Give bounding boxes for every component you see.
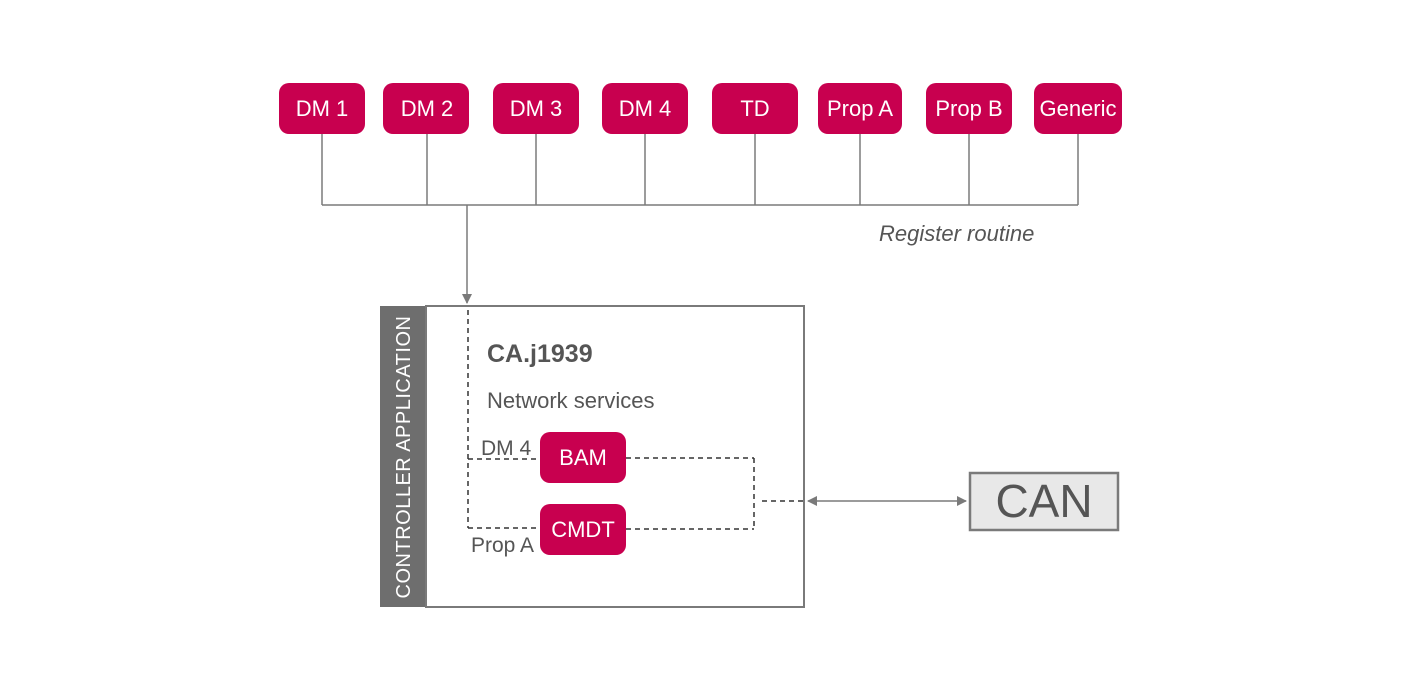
controller-side-bar [380, 306, 426, 607]
bam-label: BAM [559, 445, 607, 470]
register-routine-label: Register routine [879, 221, 1034, 246]
module-label: TD [740, 96, 769, 121]
module-box [493, 83, 579, 134]
cmdt-box [540, 504, 626, 555]
controller-side-label: CONTROLLER APPLICATION [393, 316, 415, 599]
propa-route-label: Prop A [471, 534, 534, 557]
module-box [383, 83, 469, 134]
module-box [602, 83, 688, 134]
module-label: Prop A [827, 96, 893, 121]
module-label: DM 1 [296, 96, 349, 121]
module-box [279, 83, 365, 134]
module-box [818, 83, 902, 134]
network-services-label: Network services [487, 388, 654, 413]
can-label: CAN [995, 475, 1092, 527]
module-box [1034, 83, 1122, 134]
module-label: DM 4 [619, 96, 672, 121]
dm4-route-label: DM 4 [481, 437, 531, 460]
module-box [926, 83, 1012, 134]
ca-title: CA.j1939 [487, 340, 593, 368]
routing-dashed-lines [467, 310, 803, 530]
module-label: DM 2 [401, 96, 454, 121]
cmdt-label: CMDT [551, 517, 615, 542]
register-bus [321, 134, 1079, 206]
module-label: Prop B [935, 96, 1002, 121]
module-box [712, 83, 798, 134]
module-label: Generic [1039, 96, 1116, 121]
controller-box [425, 305, 805, 608]
can-box [968, 471, 1120, 532]
module-label: DM 3 [510, 96, 563, 121]
bam-box [540, 432, 626, 483]
module-row: DM 1 DM 2 DM 3 DM 4 TD Prop A Prop B Generic [279, 83, 1122, 134]
